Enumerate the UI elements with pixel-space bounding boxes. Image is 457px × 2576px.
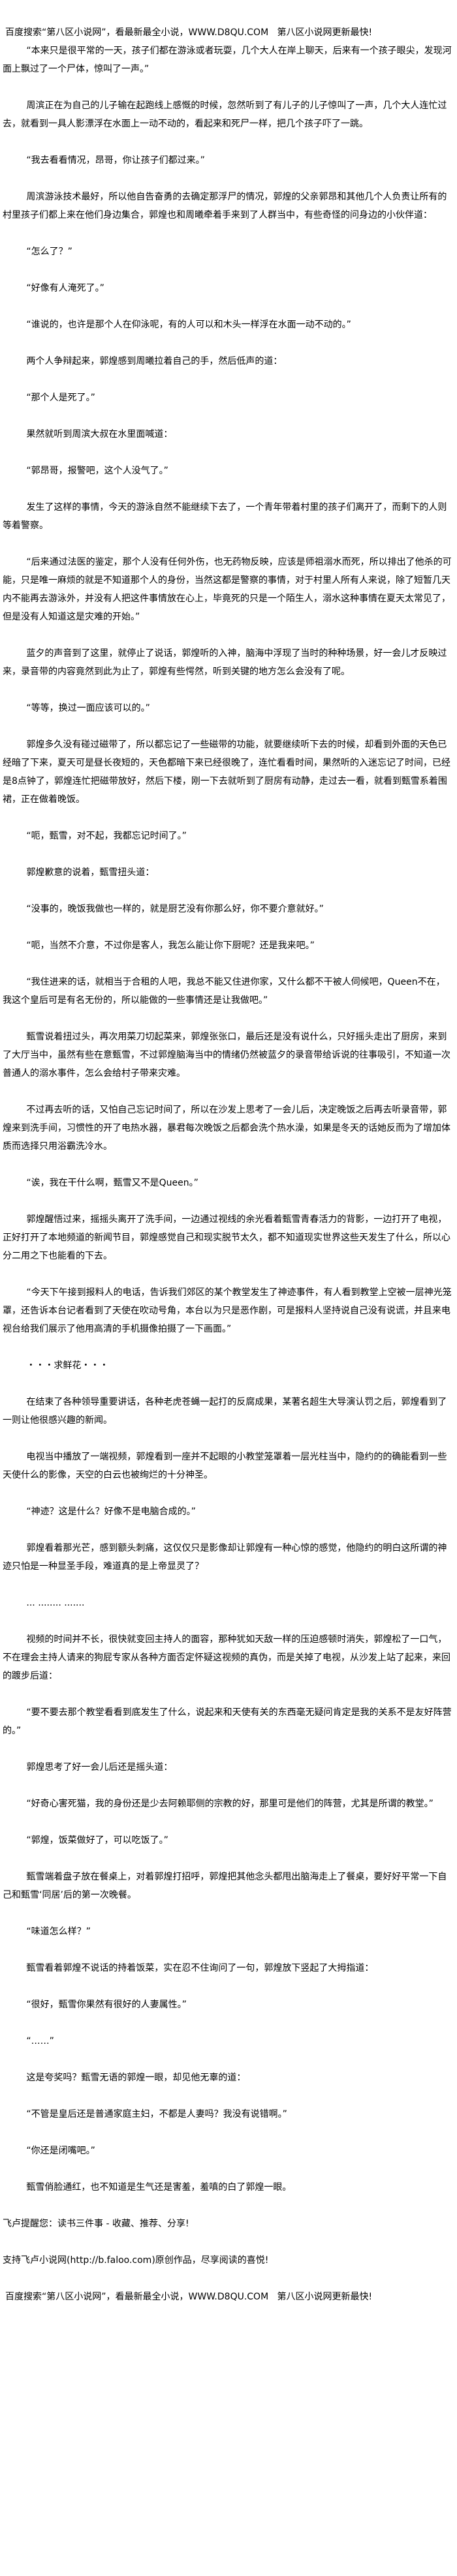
paragraph: ・・・求鲜花・・・ [26,1360,109,1371]
paragraph: “等等，换过一面应该可以的。” [26,703,150,713]
paragraph: “本来只是很平常的一天，孩子们都在游泳或者玩耍，几个大人在岸上聊天，后来有一个孩… [3,46,452,74]
paragraph: “今天下午接到报料人的电话，告诉我们郊区的某个教堂发生了神迹事件，有人看到教堂上… [3,1287,452,1334]
paragraph: “没事的，晚饭我做也一样的，就是厨艺没有你那么好，你不要介意就好。” [26,904,324,914]
paragraph: “好奇心害死猫，我的身份还是少去阿赖耶侧的宗教的好，那里可是他们的阵营，尤其是所… [26,1799,433,1809]
paragraph: 甄雪俏脸通红，也不知道是生气还是害羞，羞嗔的白了郭煌一眼。 [26,2182,292,2193]
paragraph: ... ........ ....... [26,1598,85,1608]
paragraph: “郭煌，饭菜做好了，可以吃饭了。” [26,1835,168,1846]
paragraph: 这是夸奖吗？甄雪无语的郭煌一眼，却见他无辜的道： [26,2073,246,2083]
paragraph: 两个人争辩起来，郭煌感到周曦拉着自己的手，然后低声的道： [26,356,283,367]
paragraph: 甄雪说着扭过头，再次用菜刀切起菜来，郭煌张张口，最后还是没有说什么，只好摇头走出… [3,1032,450,1079]
footer-ad-text: 百度搜索“第八区小说网”，看最新最全小说，WWW.D8QU.COM 第八区小说网… [5,2292,373,2302]
support-text: 支持飞卢小说网(http://b.faloo.com)原创作品，尽享阅读的喜悦! [3,2255,269,2266]
paragraph: “我去看看情况，昂哥，你让孩子们都过来。” [26,155,205,166]
paragraph: 蓝夕的声音到了这里，就停止了说话，郭煌听的入神，脑海中浮现了当时的种种场景，好一… [3,648,447,677]
paragraph: 郭煌看着那光芒，感到额头刺痛，这仅仅只是影像却让郭煌有一种心惊的感觉，他隐约的明… [3,1543,447,1572]
paragraph: “神迹？这是什么？好像不是电脑合成的。” [26,1506,196,1517]
paragraph: “怎么了？” [26,247,72,257]
header-ad-text: 百度搜索“第八区小说网”，看最新最全小说，WWW.D8QU.COM 第八区小说网… [5,27,373,38]
paragraph: 电视当中播放了一端视频，郭煌看到一座并不起眼的小教堂笼罩着一层光柱当中，隐约的的… [3,1452,447,1480]
paragraph: 甄雪看着郭煌不说话的持着饭菜，实在忍不住询问了一句，郭煌放下竖起了大拇指道： [26,1963,374,1973]
paragraph: 不过再去听的话，又怕自己忘记时间了，所以在沙发上思考了一会儿后，决定晚饭之后再去… [3,1105,450,1152]
paragraph: “味道怎么样？” [26,1926,91,1937]
paragraph: “你还是闭嘴吧。” [26,2146,95,2156]
paragraph: “呃，当然不介意，不过你是客人，我怎么能让你下厨呢？还是我来吧。” [26,940,315,951]
paragraph: “谁说的，也许是那个人在仰泳呢，有的人可以和木头一样浮在水面一动不动的。” [26,320,351,330]
paragraph: 郭煌歉意的说着，甄雪扭头道： [26,867,155,878]
paragraph: “很好，甄雪你果然有很好的人妻属性。” [26,1999,187,2010]
paragraph: “我住进来的话，就相当于合租的人吧，我总不能又住进你家，又什么都不干被人伺候吧，… [3,977,445,1006]
paragraph: 郭煌思考了好一会儿后还是摇头道： [26,1762,173,1773]
paragraph: “好像有人淹死了。” [26,283,104,293]
paragraph: 周滨正在为自己的儿子输在起跑线上感慨的时候，忽然听到了有儿子的儿子惊叫了一声，几… [3,100,447,129]
paragraph: “诶，我在干什么啊，甄雪又不是Queen。” [26,1178,198,1188]
paragraph: 发生了这样的事情，今天的游泳自然不能继续下去了，一个青年带着村里的孩子们离开了，… [3,502,447,531]
paragraph: 果然就听到周滨大叔在水里面喊道： [26,429,173,440]
paragraph: 甄雪端着盘子放在餐桌上，对着郭煌打招呼，郭煌把其他念头都甩出脑海走上了餐桌，要好… [3,1872,447,1900]
paragraph: “……” [26,2036,54,2046]
paragraph: 周滨游泳技术最好，所以他自告奋勇的去确定那浮尸的情况，郭煌的父亲郭昂和其他几个人… [3,192,447,220]
paragraph: 在结束了各种领导重要讲话，各种老虎苍蝇一起打的反腐成果，某著名超生大导演认罚之后… [3,1397,447,1426]
chapter-page: 百度搜索“第八区小说网”，看最新最全小说，WWW.D8QU.COM 第八区小说网… [3,27,452,2302]
paragraph: “要不要去那个教堂看看到底发生了什么，说起来和天使有关的东西毫无疑问肯定是我的关… [3,1707,452,1736]
paragraph: 郭煌醒悟过来，摇摇头离开了洗手间，一边通过视线的余光看着甄雪青春活力的背影，一边… [3,1214,450,1261]
paragraph: “后来通过法医的鉴定，那个人没有任何外伤，也无药物反映，应该是师祖溺水而死，所以… [3,557,452,622]
paragraph: 视频的时间并不长，很快就变回主持人的面容，那种犹如天敌一样的压迫感顿时消失，郭煌… [3,1634,450,1681]
paragraph: “不管是皇后还是普通家庭主妇，不都是人妻吗？我没有说错啊。” [26,2109,287,2119]
reminder-text: 飞卢提醒您：读书三件事 - 收藏、推荐、分享! [3,2219,189,2229]
paragraph: “那个人是死了。” [26,393,95,403]
paragraph: “呃，甄雪，对不起，我都忘记时间了。” [26,831,187,841]
chapter-body: “本来只是很平常的一天，孩子们都在游泳或者玩耍，几个大人在岸上聊天，后来有一个孩… [3,42,452,2196]
paragraph: 郭煌多久没有碰过磁带了，所以都忘记了一些磁带的功能，就要继续听下去的时候，却看到… [3,740,450,805]
paragraph: “郭昂哥，报警吧，这个人没气了。” [26,466,168,476]
